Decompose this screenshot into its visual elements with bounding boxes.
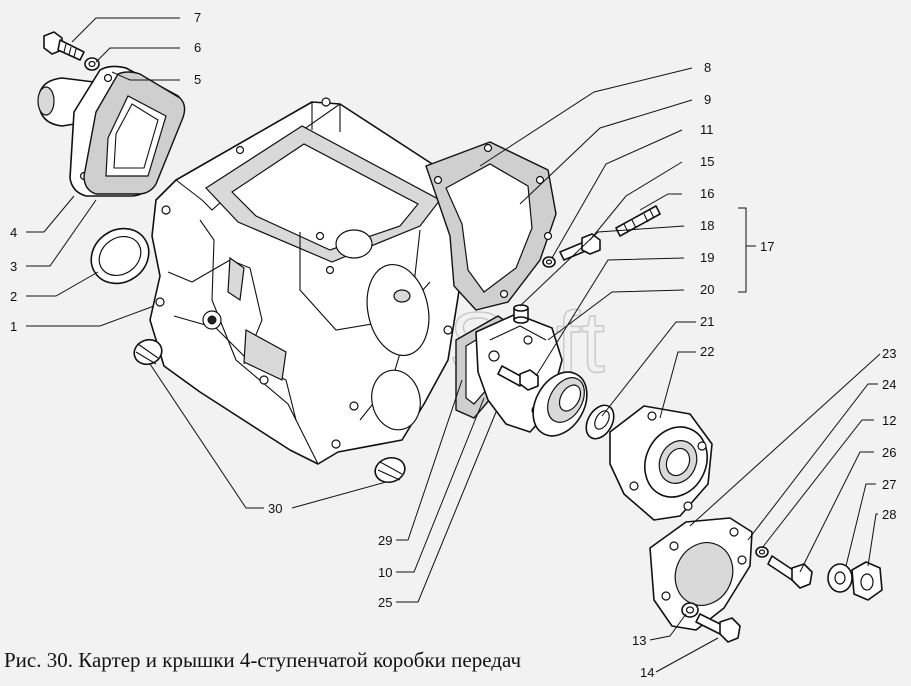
callout-labels: 7 6 5 4 3 2 1 30 8 9 11 15 16 18 17 19 2… [10, 10, 896, 680]
part-30-plug-right [374, 456, 406, 484]
part-15-bolt [559, 233, 601, 261]
callout-5: 5 [194, 72, 201, 87]
callout-3: 3 [10, 259, 17, 274]
part-2-seal-ring [90, 227, 150, 285]
part-24-washer [755, 546, 769, 558]
part-28-nut [851, 561, 883, 601]
part-3-gasket [83, 71, 186, 195]
callout-27: 27 [882, 477, 896, 492]
callout-6: 6 [194, 40, 201, 55]
callout-14: 14 [640, 665, 654, 680]
part-26-bolt [767, 555, 813, 589]
callout-7: 7 [194, 10, 201, 25]
leader-lines [26, 17, 881, 673]
callout-9: 9 [704, 92, 711, 107]
figure-caption: Рис. 30. Картер и крышки 4-ступенчатой к… [4, 648, 522, 672]
callout-8: 8 [704, 60, 711, 75]
callout-1: 1 [10, 319, 17, 334]
callout-30: 30 [268, 501, 282, 516]
part-1-gearbox-housing [149, 97, 471, 465]
callout-23: 23 [882, 346, 896, 361]
callout-11: 11 [700, 122, 714, 137]
callout-24: 24 [882, 377, 896, 392]
part-7-bolt [43, 31, 85, 61]
callout-29: 29 [378, 533, 392, 548]
callout-21: 21 [700, 314, 714, 329]
part-11-washer [542, 256, 556, 268]
callout-17: 17 [760, 239, 774, 254]
callout-22: 22 [700, 344, 714, 359]
callout-28: 28 [882, 507, 896, 522]
callout-20: 20 [700, 282, 714, 297]
callout-15: 15 [700, 154, 714, 169]
part-6-spring-washer [84, 57, 100, 71]
part-30-plug-left [133, 338, 163, 366]
part-21-ring [585, 404, 615, 440]
part-8-cover [425, 141, 557, 311]
part-19-bolt [497, 365, 539, 391]
part-22-flange [609, 405, 713, 521]
part-13-washer [681, 602, 699, 618]
callout-10: 10 [378, 565, 392, 580]
callout-25: 25 [378, 595, 392, 610]
callout-19: 19 [700, 250, 714, 265]
part-27-washer [827, 563, 853, 593]
callout-13: 13 [632, 633, 646, 648]
part-14-bolt [695, 613, 741, 643]
part-16-stud [615, 205, 661, 237]
callout-26: 26 [882, 445, 896, 460]
callout-12: 12 [882, 413, 896, 428]
callout-4: 4 [10, 225, 17, 240]
part-21-bearing [532, 371, 588, 437]
part-23-rear-cover [649, 517, 753, 631]
part-18-breather [513, 304, 529, 324]
callout-2: 2 [10, 289, 17, 304]
callout-16: 16 [700, 186, 714, 201]
callout-18: 18 [700, 218, 714, 233]
